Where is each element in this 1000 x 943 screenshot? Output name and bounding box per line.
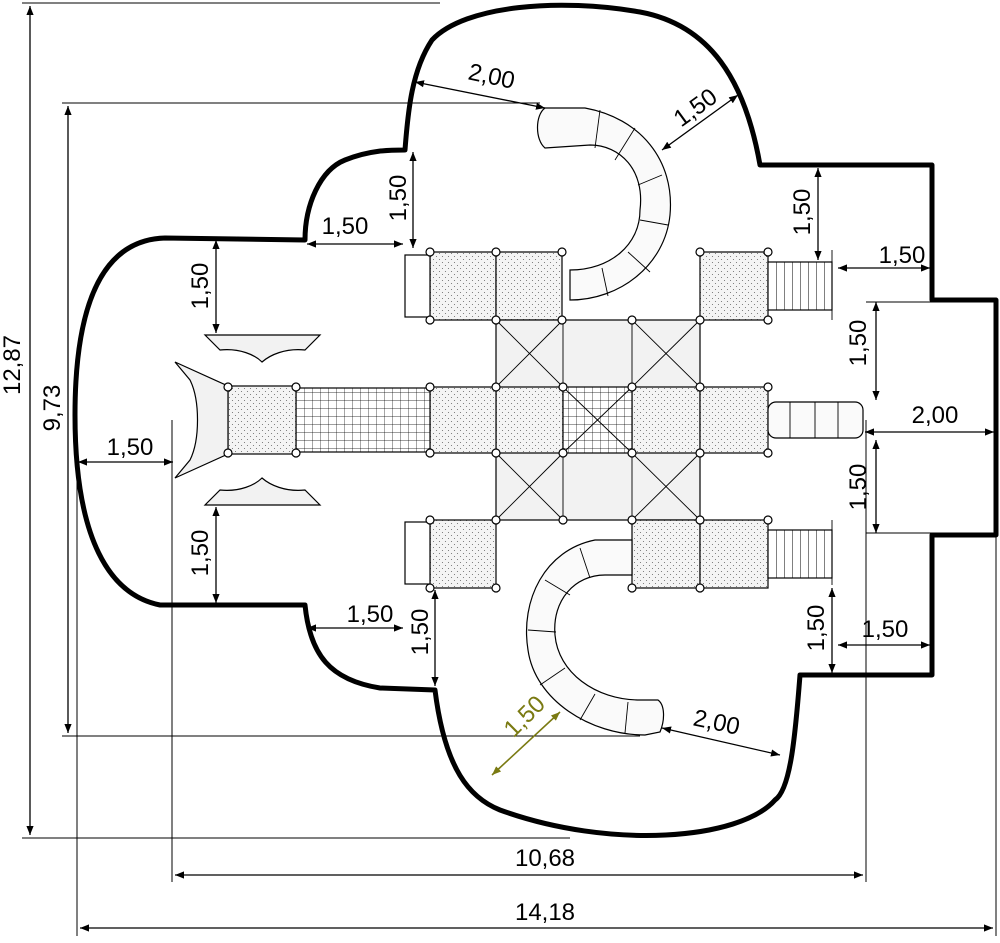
bottom-slide-clearance-label: 2,00 bbox=[691, 705, 742, 741]
structure-post bbox=[558, 382, 568, 392]
top-slide-clearance-left: 2,00 bbox=[466, 59, 517, 95]
structure-post bbox=[627, 583, 637, 593]
structure-post bbox=[695, 515, 705, 525]
structure-post bbox=[491, 315, 501, 325]
structure-post bbox=[627, 315, 637, 325]
right-upper-vertical-label: 1,50 bbox=[789, 189, 816, 236]
right-upper-horizontal-label: 1,50 bbox=[879, 242, 926, 269]
structure-post bbox=[695, 448, 705, 458]
structure-post bbox=[763, 515, 773, 525]
clearance-dimensions bbox=[78, 80, 996, 776]
structure-post bbox=[557, 315, 567, 325]
upper-left-vertical-label: 1,50 bbox=[385, 175, 412, 222]
structure-post bbox=[223, 448, 233, 458]
structure-post bbox=[425, 382, 435, 392]
structure-post bbox=[695, 382, 705, 392]
structure-post bbox=[695, 247, 705, 257]
left-lower-vertical-label: 1,50 bbox=[187, 530, 214, 577]
structure-post bbox=[558, 448, 568, 458]
top-curved-slide bbox=[536, 107, 672, 301]
overall-height-label: 12,87 bbox=[0, 335, 26, 395]
structure-post bbox=[425, 448, 435, 458]
structure-height-label: 9,73 bbox=[39, 385, 66, 432]
structure-post bbox=[425, 583, 435, 593]
left-upper-vertical-label: 1,50 bbox=[187, 263, 214, 310]
structure-post bbox=[491, 382, 501, 392]
structure-post bbox=[491, 247, 501, 257]
structure-post bbox=[223, 382, 233, 392]
bottom-curved-slide bbox=[526, 539, 665, 736]
structure-post bbox=[425, 515, 435, 525]
structure-post bbox=[627, 448, 637, 458]
overall-width-label: 14,18 bbox=[515, 899, 575, 926]
right-mid-lower-vertical-label: 1,50 bbox=[845, 464, 872, 511]
structure-post bbox=[557, 247, 567, 257]
structure-post bbox=[627, 382, 637, 392]
safety-zone-outline bbox=[72, 2, 999, 838]
structure-post bbox=[763, 247, 773, 257]
structure-post bbox=[763, 448, 773, 458]
lower-left-vertical-label: 1,50 bbox=[407, 609, 434, 656]
structure-post bbox=[763, 382, 773, 392]
left-horizontal-label: 1,50 bbox=[107, 434, 154, 461]
structure-post bbox=[558, 515, 568, 525]
structure-post bbox=[425, 247, 435, 257]
lower-left-horizontal-label: 1,50 bbox=[347, 601, 394, 628]
structure-post bbox=[425, 315, 435, 325]
structure-post bbox=[491, 448, 501, 458]
structure-post bbox=[291, 448, 301, 458]
structure-post bbox=[491, 583, 501, 593]
play-structure bbox=[174, 107, 864, 736]
structure-post bbox=[291, 382, 301, 392]
structure-post bbox=[695, 583, 705, 593]
structure-width-label: 10,68 bbox=[515, 845, 575, 872]
structure-post bbox=[695, 315, 705, 325]
right-slide-horizontal-label: 2,00 bbox=[912, 402, 959, 429]
bottom-slide-diagonal-label: 1,50 bbox=[499, 691, 551, 743]
right-lower-horizontal-label: 1,50 bbox=[862, 616, 909, 643]
structure-post bbox=[491, 515, 501, 525]
structure-post bbox=[627, 515, 637, 525]
right-mid-upper-vertical-label: 1,50 bbox=[845, 320, 872, 367]
structure-post bbox=[763, 315, 773, 325]
right-lower-vertical-label: 1,50 bbox=[803, 605, 830, 652]
central-deck-grid bbox=[495, 319, 701, 521]
upper-left-horizontal-label: 1,50 bbox=[322, 213, 369, 240]
